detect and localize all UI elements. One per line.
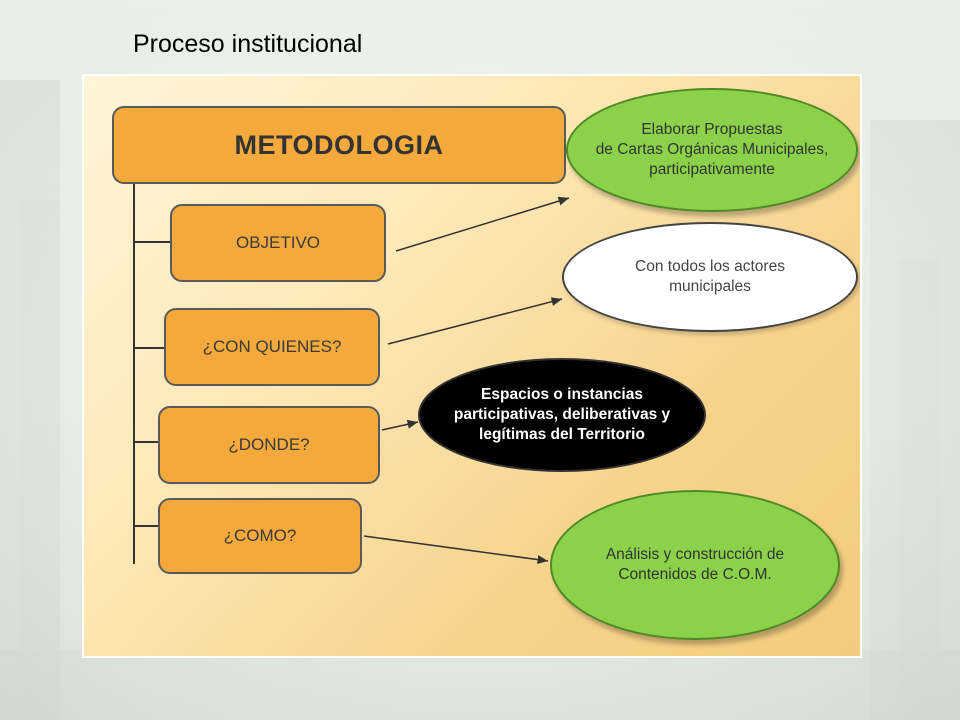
donde-answer-ellipse: Espacios o instancias participativas, de…: [418, 358, 706, 472]
connector-lines: [133, 182, 570, 565]
metodologia-box: METODOLOGIA: [112, 106, 566, 184]
objetivo-answer-ellipse: Elaborar Propuestas de Cartas Orgánicas …: [566, 88, 858, 212]
como-answer-text: Análisis y construcción de Contenidos de…: [605, 545, 785, 583]
con-quienes-answer-text: Con todos los actores municipales: [635, 257, 785, 295]
objetivo-box: OBJETIVO: [170, 204, 386, 282]
arrow-con-quienes: [387, 297, 563, 345]
arrow-objetivo: [395, 196, 570, 252]
donde-answer-text: Espacios o instancias participativas, de…: [453, 385, 671, 444]
con-quienes-answer-ellipse: Con todos los actores municipales: [562, 222, 858, 332]
arrow-donde: [381, 419, 419, 431]
objetivo-answer-text: Elaborar Propuestas de Cartas Orgánicas …: [595, 120, 829, 179]
donde-box: ¿DONDE?: [158, 406, 380, 484]
methodology-diagram: METODOLOGIA OBJETIVO ¿CON QUIENES? ¿DOND…: [82, 74, 862, 658]
arrow-como: [363, 535, 549, 565]
como-answer-ellipse: Análisis y construcción de Contenidos de…: [550, 490, 840, 640]
slide-title: Proceso institucional: [133, 30, 363, 58]
como-box: ¿COMO?: [158, 498, 362, 574]
con-quienes-box: ¿CON QUIENES?: [164, 308, 380, 386]
